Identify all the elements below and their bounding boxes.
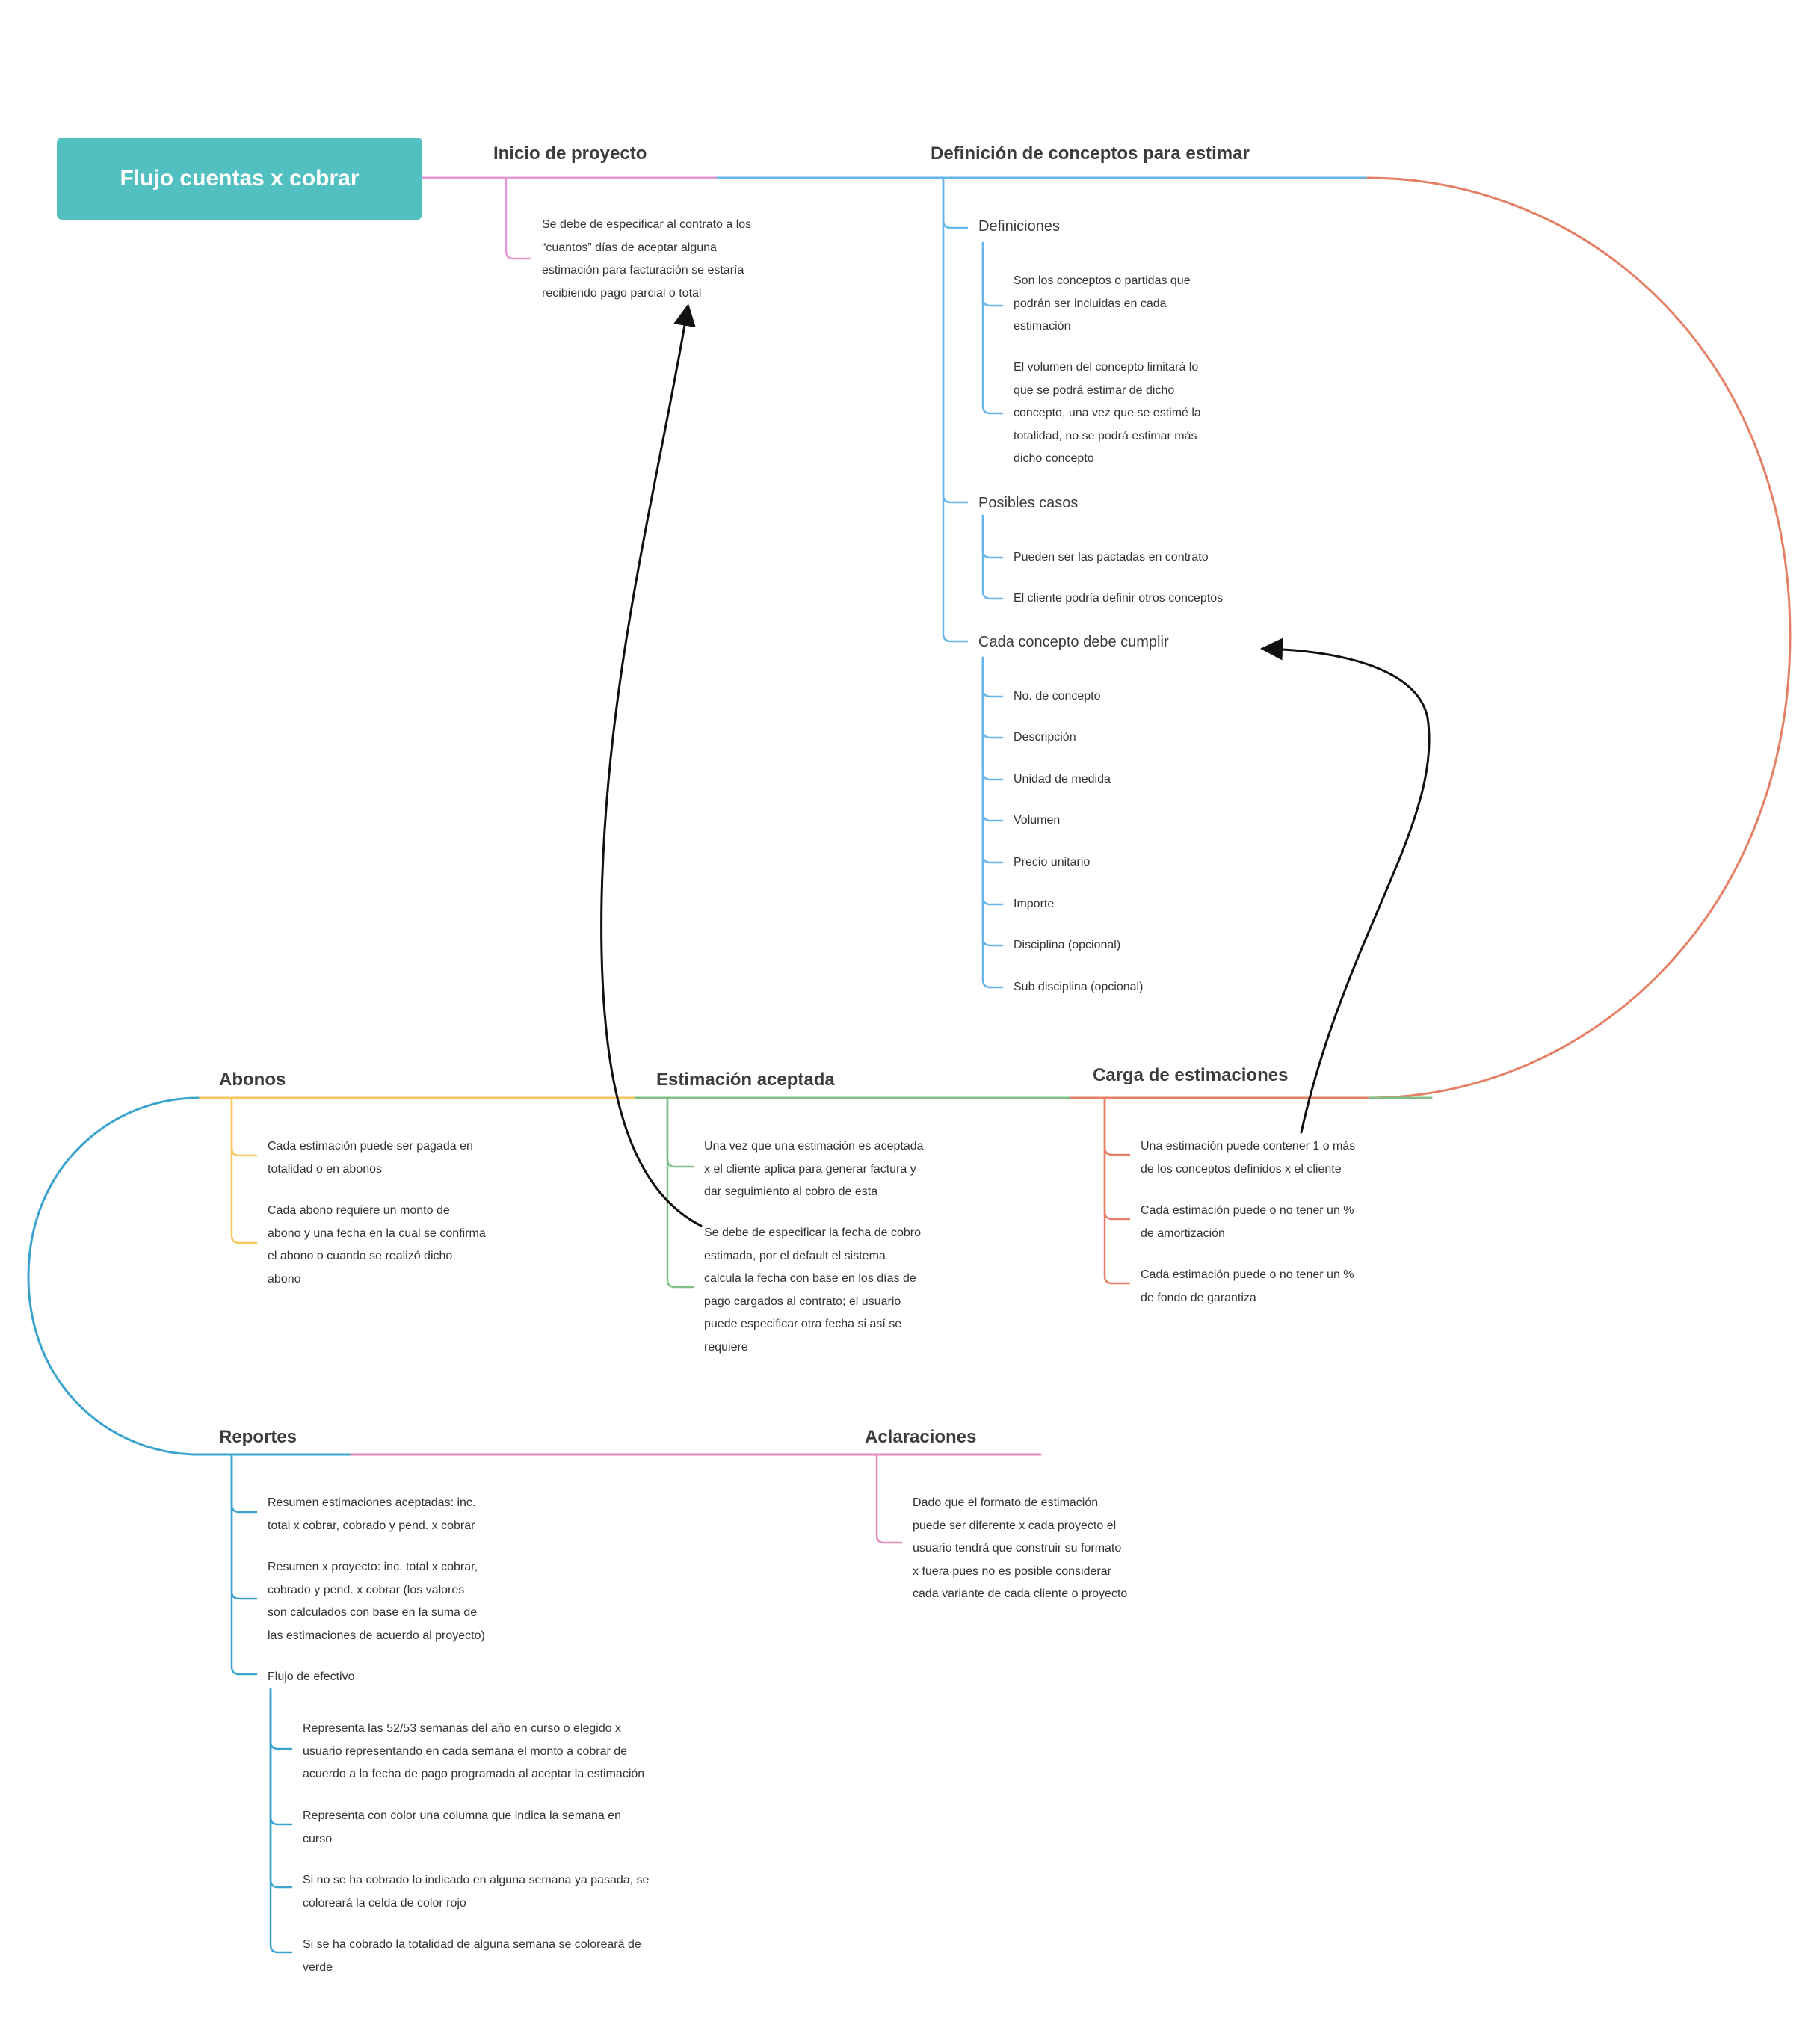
topic-estimacion-aceptada[interactable]: Estimación aceptada [656,1070,835,1090]
posibles-casos-item: El cliente podría definir otros concepto… [1014,592,1224,605]
flujo-item: Si no se ha cobrado lo indicado en algun… [303,1874,650,1910]
cumplir-item: Volumen [1014,814,1061,827]
subtopic-flujo-de-efectivo[interactable]: Flujo de efectivo [268,1670,355,1683]
posibles-casos-item: Pueden ser las pactadas en contrato [1014,551,1209,564]
flujo-item: Si se ha cobrado la totalidad de alguna … [303,1938,641,1974]
estimacion-item: Una vez que una estimación es aceptada x… [704,1140,924,1198]
subtopic-definiciones[interactable]: Definiciones [978,218,1060,235]
branch-definiciones [981,241,1004,307]
topic-inicio-de-proyecto[interactable]: Inicio de proyecto [493,144,647,164]
subtopic-posibles-casos[interactable]: Posibles casos [978,495,1079,511]
branch-flujo [269,1688,293,1750]
branch-abonos [230,1096,258,1157]
carga-item: Una estimación puede contener 1 o más de… [1141,1140,1356,1176]
cumplir-item: Sub disciplina (opcional) [1014,981,1144,993]
topic-abonos[interactable]: Abonos [219,1070,286,1090]
cumplir-item: Unidad de medida [1014,773,1111,786]
reportes-item: Resumen estimaciones aceptadas: inc. tot… [268,1496,476,1532]
carga-item: Cada estimación puede o no tener un % de… [1141,1204,1354,1240]
cumplir-item: Importe [1014,898,1055,910]
branch-casos [981,514,1004,559]
branch-estimacion [666,1096,694,1168]
root-topic[interactable]: Flujo cuentas x cobrar [57,138,422,220]
branch-estimacion [666,1096,694,1289]
cumplir-item: Precio unitario [1014,856,1091,868]
definiciones-item: Son los conceptos o partidas que podrán … [1014,274,1191,333]
reportes-item: Resumen x proyecto: inc. total x cobrar,… [268,1561,485,1642]
branch-definicion [942,176,969,643]
cumplir-item: Disciplina (opcional) [1014,939,1121,951]
branch-flujo [269,1688,293,1954]
flujo-item: Representa las 52/53 semanas del año en … [303,1722,645,1780]
branch-definiciones [981,241,1004,415]
branch-carga [1103,1096,1131,1221]
flujo-item: Representa con color una columna que ind… [303,1809,622,1845]
branch-flujo [269,1688,293,1826]
branch-cumplir [981,656,1004,864]
branch-cumplir [981,656,1004,698]
carga-item: Cada estimación puede o no tener un % de… [1141,1268,1354,1304]
topic-definicion-de-conceptos[interactable]: Definición de conceptos para estimar [931,144,1250,164]
branch-abonos [230,1096,258,1244]
branch-reportes [230,1453,258,1600]
subtopic-cada-concepto-debe-cumplir[interactable]: Cada concepto debe cumplir [978,634,1169,650]
branch-casos [981,514,1004,600]
branch-inicio [505,176,532,260]
branch-reportes [230,1453,258,1514]
estimacion-item: Se debe de especificar la fecha de cobro… [704,1227,921,1354]
branch-flujo [269,1688,293,1889]
topic-reportes[interactable]: Reportes [219,1427,297,1447]
branch-aclaraciones [875,1453,903,1544]
arrow-estimacion-to-inicio [600,303,703,1227]
branch-cumplir [981,656,1004,739]
branch-carga [1103,1096,1131,1285]
cumplir-item: No. de concepto [1014,690,1101,703]
loop-abonos-reportes [27,1096,200,1456]
abonos-item: Cada estimación puede ser pagada en tota… [268,1140,473,1176]
branch-cumplir [981,656,1004,989]
branch-reportes [230,1453,258,1676]
branch-carga [1103,1096,1131,1156]
note-inicio-de-proyecto: Se debe de especificar al contrato a los… [542,218,752,300]
loop-definicion-carga [1366,176,1792,1099]
topic-carga-de-estimaciones[interactable]: Carga de estimaciones [1093,1065,1289,1085]
definiciones-item: El volumen del concepto limitará lo que … [1014,361,1201,465]
arrow-carga-to-cumplir [1260,638,1431,1134]
branch-definicion [942,176,969,229]
branch-cumplir [981,656,1004,781]
branch-cumplir [981,656,1004,822]
aclaraciones-note: Dado que el formato de estimación puede … [913,1496,1128,1600]
cumplir-item: Descripción [1014,731,1076,744]
abonos-item: Cada abono requiere un monto de abono y … [268,1204,486,1286]
topic-aclaraciones[interactable]: Aclaraciones [865,1427,977,1447]
